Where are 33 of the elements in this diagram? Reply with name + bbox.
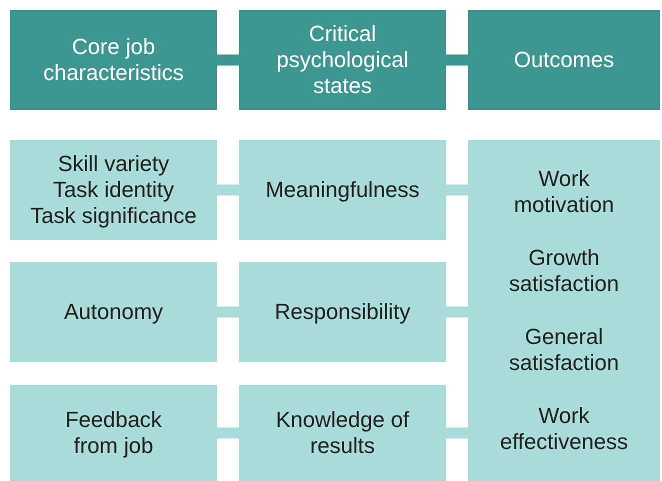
item-label: Skill variety [58,151,170,177]
content-box [239,385,446,481]
item-label: Task identity [52,177,174,203]
content-box [10,385,217,481]
connector-bar [446,54,468,66]
item-label: Work effectiveness [498,403,629,456]
content-box [10,262,217,362]
header-box [468,10,660,110]
item-label: Task significance [30,203,197,229]
item-label: Knowledge of results [274,407,410,459]
connector-bar [446,306,468,318]
item-label: Work motivation [512,166,616,218]
item-label: Autonomy [64,299,164,325]
connector-bar [217,306,239,318]
connector-bar [217,54,239,66]
header-box [239,10,446,110]
item-label: Feedback from job [64,407,163,459]
item-label: Responsibility [274,299,410,325]
column-heading: Critical psychological states [275,21,410,99]
item-label: Meaningfulness [265,177,420,203]
connector-bar [446,184,468,196]
item-label: Growth satisfaction [508,244,620,297]
connector-bar [446,428,468,438]
item-label: General satisfaction [508,324,620,376]
content-box [10,140,217,240]
connector-bar [217,184,239,196]
header-box [10,10,217,110]
connector-bar [217,428,239,438]
column-heading: Core job characteristics [42,34,185,86]
column-heading: Outcomes [514,47,614,73]
content-box [239,262,446,362]
content-box [468,140,660,481]
content-box [239,140,446,240]
